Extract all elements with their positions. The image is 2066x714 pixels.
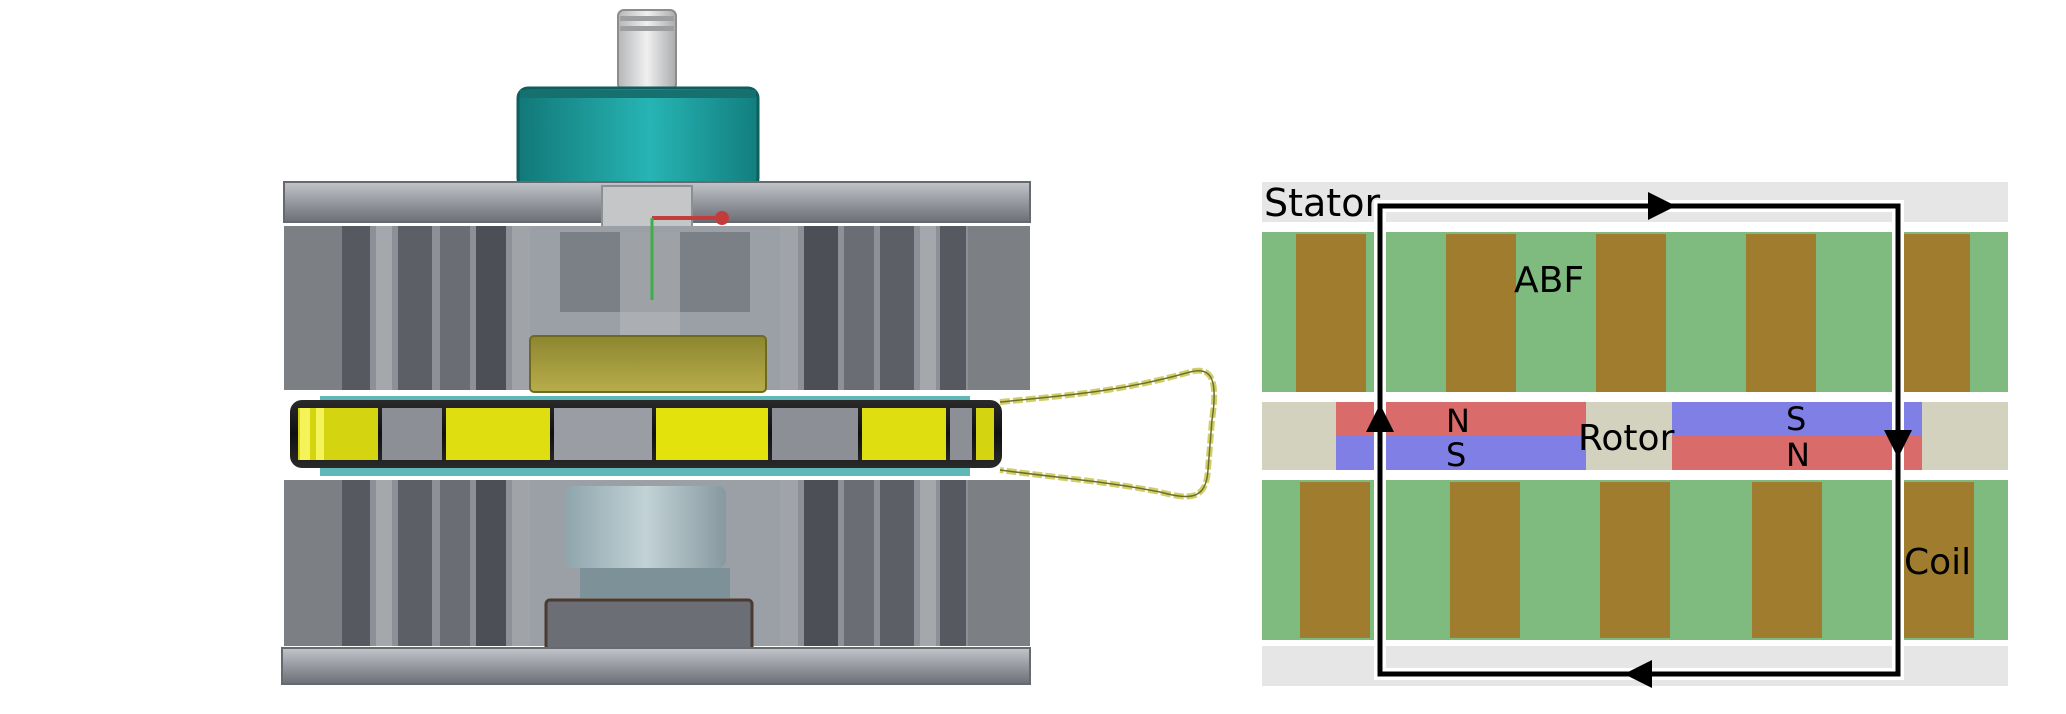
upper-coil-5 [1900, 234, 1970, 392]
arrow-right-icon [1648, 192, 1676, 220]
motor-render [281, 9, 1218, 685]
rotor-label: Rotor [1578, 418, 1675, 459]
stator-label: Stator [1264, 181, 1380, 225]
upper-coil-3 [1596, 234, 1666, 392]
schematic: Stator ABF Rotor Coil N S S N [1262, 181, 2008, 688]
lower-coil-3 [1600, 482, 1670, 638]
upper-stator-body [284, 211, 1030, 393]
lower-coil-4 [1752, 482, 1822, 638]
lower-coil-1 [1300, 482, 1370, 638]
abf-label: ABF [1514, 260, 1584, 301]
arrow-down-icon [1884, 430, 1912, 458]
rotor-ring [290, 396, 1002, 476]
upper-coil-1 [1296, 234, 1366, 392]
bottom-plate [281, 647, 1031, 685]
magnet-right-bottom-label: N [1786, 436, 1810, 474]
coil-label: Coil [1904, 542, 1971, 583]
magnet-right-bottom [1672, 436, 1922, 470]
arrow-left-icon [1624, 660, 1652, 688]
upper-coil-2 [1446, 234, 1516, 392]
arrow-up-icon [1366, 404, 1394, 432]
lower-stator-body [284, 480, 1030, 662]
top-shaft [617, 9, 677, 91]
teal-cap [516, 86, 760, 190]
magnet-right-top [1672, 402, 1922, 436]
magnet-left-top-label: N [1446, 402, 1470, 440]
lower-coil-5 [1904, 482, 1974, 638]
upper-coil-4 [1746, 234, 1816, 392]
lower-coil-2 [1450, 482, 1520, 638]
magnet-left-bottom-label: S [1446, 436, 1466, 474]
magnet-right-top-label: S [1786, 400, 1806, 438]
